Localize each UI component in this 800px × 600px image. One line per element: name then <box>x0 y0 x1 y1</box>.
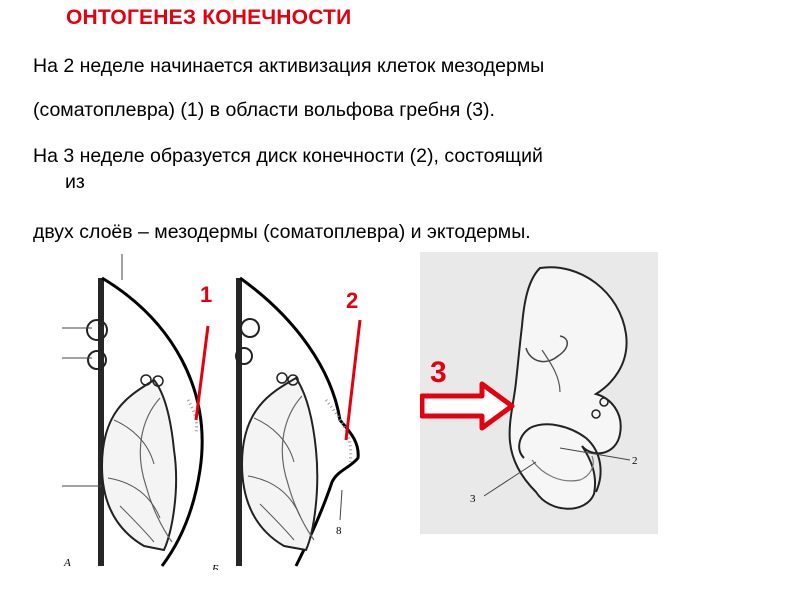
marker-1: 1 <box>200 282 212 307</box>
marker-3: 3 <box>430 356 447 389</box>
figure-b-number: 8 <box>336 525 342 537</box>
text-line-2: (соматоплевра) (1) в области вольфова гр… <box>33 99 495 121</box>
figure-a-letter: А <box>63 557 71 569</box>
figure-b-drawing: 2 8 Б <box>211 276 362 570</box>
figure-a-drawing: 1 А <box>62 254 212 569</box>
text-line-1: На 2 неделе начинается активизация клето… <box>33 55 545 77</box>
figure-c-label-2: 2 <box>632 455 638 467</box>
text-line-3: На 3 неделе образуется диск конечности (… <box>33 145 543 167</box>
marker-2: 2 <box>346 288 358 313</box>
text-line-4: двух слоёв – мезодермы (соматоплевра) и … <box>33 221 531 243</box>
right-arrow-icon <box>420 381 515 431</box>
figure-b-letter: Б <box>211 563 219 570</box>
text-line-3-wrap: из <box>65 171 85 193</box>
figure-c-label-3: 3 <box>470 493 476 505</box>
figure-c-drawing: 3 2 3 <box>420 252 658 534</box>
slide-title: ОНТОГЕНЕЗ КОНЕЧНОСТИ <box>66 6 352 29</box>
